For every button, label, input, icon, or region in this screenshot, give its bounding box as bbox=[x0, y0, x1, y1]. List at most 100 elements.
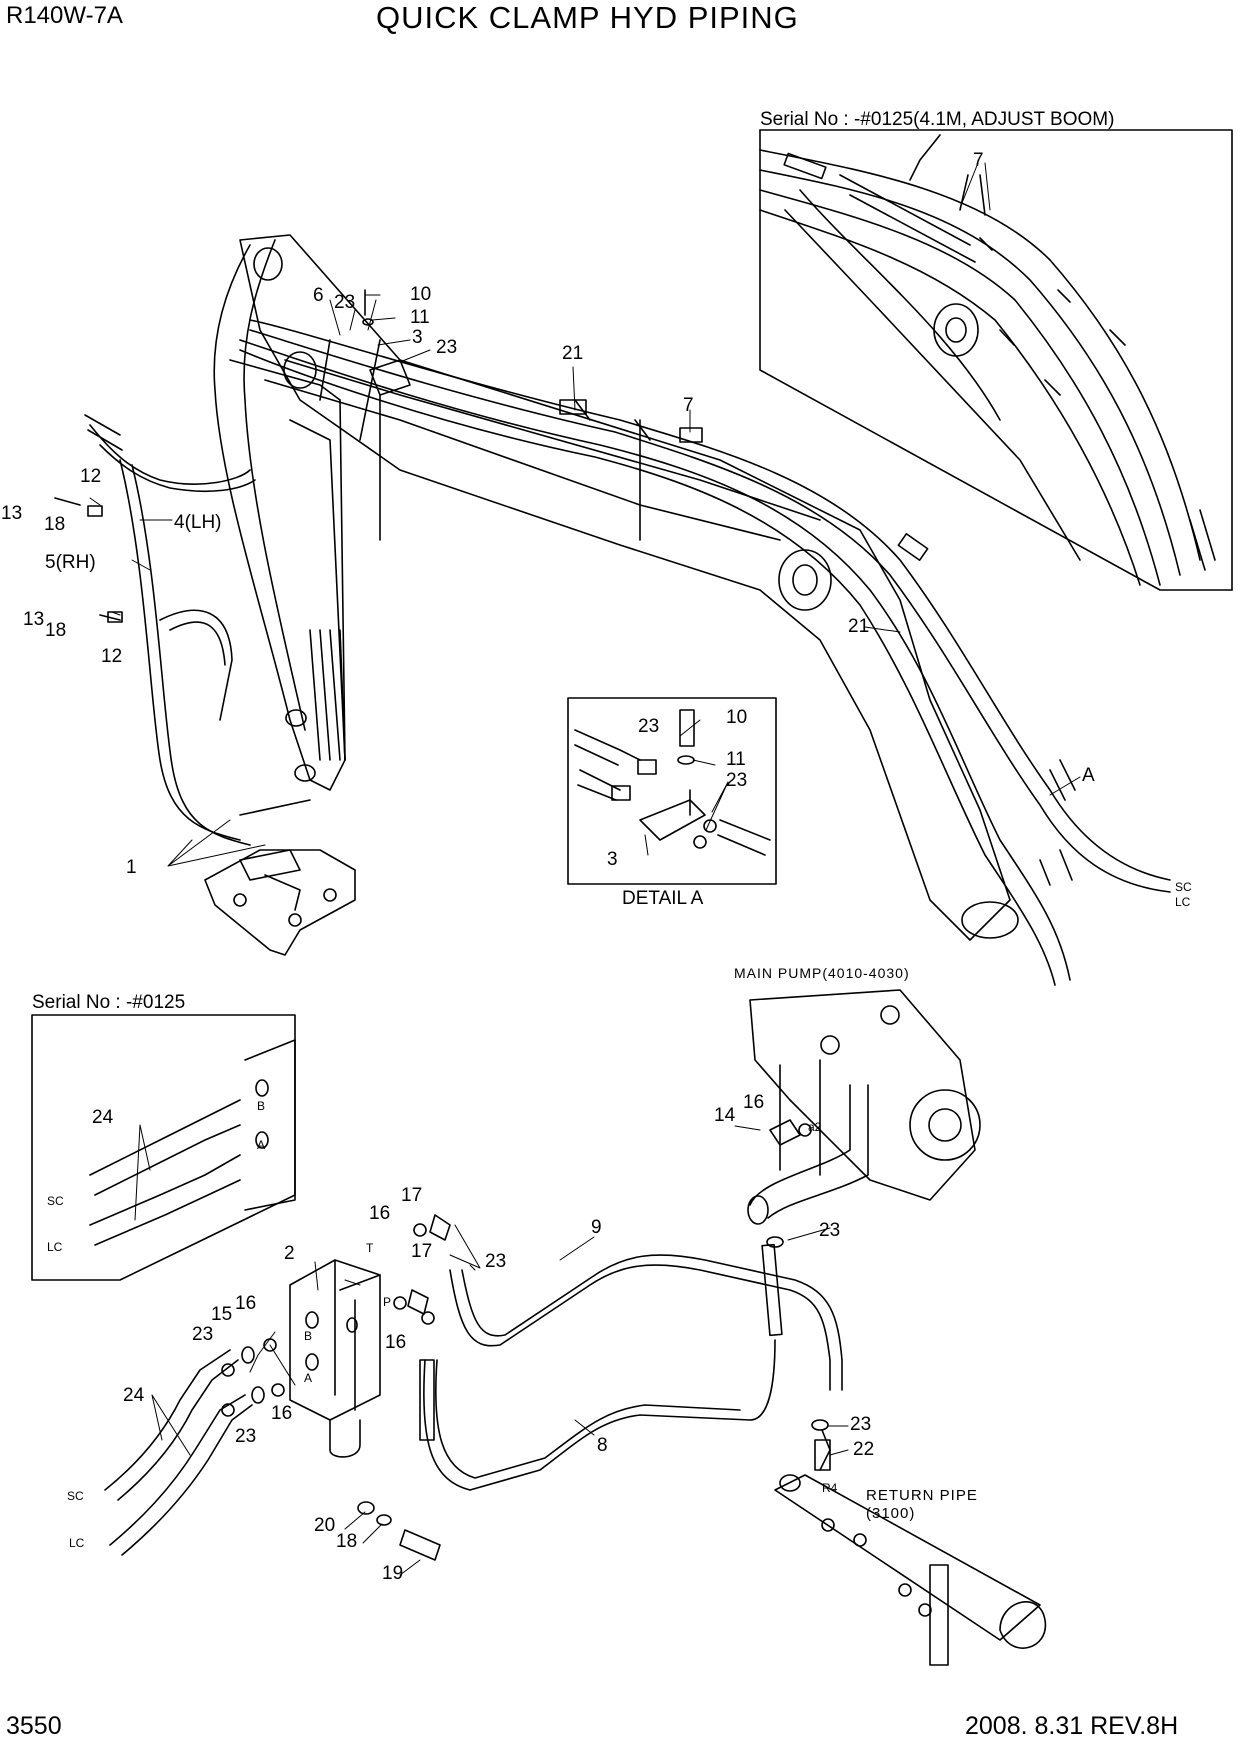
elbow-17b bbox=[407, 1289, 429, 1315]
label-sc-inset: SC bbox=[47, 1194, 64, 1208]
callout-23-tee: 23 bbox=[850, 1414, 871, 1435]
callout-6: 6 bbox=[313, 285, 324, 306]
callout-16-left: 16 bbox=[235, 1293, 256, 1314]
label-port-r4: R4 bbox=[822, 1481, 838, 1495]
callout-2: 2 bbox=[284, 1243, 295, 1264]
label-port-b-inset: B bbox=[257, 1099, 265, 1113]
callout-21a: 21 bbox=[562, 343, 583, 364]
valve-block bbox=[289, 1259, 381, 1458]
port-labels: SC LC SC LC SC LC B A B A T P a2 R4 bbox=[47, 880, 1192, 1550]
clamp-12a bbox=[87, 505, 103, 517]
callout-12a: 12 bbox=[80, 466, 101, 487]
bolts-13 bbox=[54, 497, 121, 621]
callout-13b: 13 bbox=[23, 609, 44, 630]
o-ring-16a bbox=[413, 1223, 427, 1237]
revision-date: 2008. 8.31 REV.8H bbox=[965, 1712, 1179, 1740]
inset-valve-frame bbox=[31, 1014, 296, 1281]
callout-18b: 18 bbox=[45, 620, 66, 641]
callout-3: 3 bbox=[412, 327, 423, 348]
callout-1: 1 bbox=[126, 857, 137, 878]
arm-hoses bbox=[84, 414, 311, 846]
page-title: QUICK CLAMP HYD PIPING bbox=[376, 0, 799, 35]
tee-22 bbox=[814, 1439, 831, 1471]
callout-18a: 18 bbox=[44, 514, 65, 535]
main-pump bbox=[747, 989, 981, 1225]
callout-4lh: 4(LH) bbox=[174, 512, 222, 533]
callout-16-pump: 16 bbox=[743, 1092, 764, 1113]
pipe-clamp-21b bbox=[897, 533, 929, 561]
quick-coupler bbox=[204, 849, 356, 956]
washer-20 bbox=[357, 1501, 375, 1515]
hoses-24 bbox=[104, 1346, 265, 1556]
washer-18 bbox=[376, 1514, 392, 1526]
hose-9 bbox=[449, 1243, 843, 1391]
callout-16-bottom: 16 bbox=[271, 1403, 292, 1424]
label-port-a2: a2 bbox=[808, 1120, 822, 1134]
washer-11 bbox=[362, 318, 374, 326]
callout-3-detail: 3 bbox=[607, 849, 618, 870]
detail-a-box bbox=[567, 697, 777, 885]
callout-16-top: 16 bbox=[369, 1203, 390, 1224]
hose-8 bbox=[419, 1339, 776, 1491]
return-pipe-label-line1: RETURN PIPE bbox=[866, 1487, 978, 1504]
elbow-17a bbox=[429, 1214, 451, 1241]
boom-hoses bbox=[229, 319, 1171, 986]
callout-10: 10 bbox=[410, 284, 431, 305]
callout-16-mid: 16 bbox=[385, 1332, 406, 1353]
callout-20: 20 bbox=[314, 1515, 335, 1536]
callout-22: 22 bbox=[853, 1439, 874, 1460]
clamp-12b bbox=[107, 611, 123, 623]
leader-lines bbox=[89, 162, 1081, 1576]
callout-23-pump: 23 bbox=[819, 1220, 840, 1241]
bolt-19 bbox=[399, 1529, 441, 1561]
callout-11-detail: 11 bbox=[726, 749, 746, 770]
fittings bbox=[54, 289, 831, 1561]
label-lc-main: LC bbox=[69, 1536, 85, 1550]
main-pump-label: MAIN PUMP(4010-4030) bbox=[734, 965, 910, 981]
callout-7: 7 bbox=[683, 395, 694, 416]
elbow-14 bbox=[769, 1119, 801, 1146]
o-ring-16b bbox=[393, 1296, 407, 1310]
callout-13a: 13 bbox=[1, 503, 22, 524]
callout-14: 14 bbox=[714, 1105, 736, 1126]
label-lc-inset: LC bbox=[47, 1240, 63, 1254]
model-label: R140W-7A bbox=[6, 2, 123, 29]
callout-23-boom-b: 23 bbox=[436, 337, 457, 358]
callout-23-hose: 23 bbox=[485, 1251, 506, 1272]
pipe-clamp-7 bbox=[679, 427, 703, 443]
callout-24: 24 bbox=[123, 1385, 145, 1406]
callout-23-detail-b: 23 bbox=[726, 770, 747, 791]
callout-10-detail: 10 bbox=[726, 707, 747, 728]
callout-23-bottom: 23 bbox=[235, 1426, 256, 1447]
callout-18c: 18 bbox=[336, 1531, 357, 1552]
label-sc-main: SC bbox=[67, 1489, 84, 1503]
callout-17-mid: 17 bbox=[411, 1241, 432, 1262]
return-pipe bbox=[774, 1429, 1047, 1666]
callout-15: 15 bbox=[211, 1304, 232, 1325]
label-sc-boom: SC bbox=[1175, 880, 1192, 894]
detail-a-label: DETAIL A bbox=[622, 888, 704, 909]
serial-note-valve: Serial No : -#0125 bbox=[32, 992, 186, 1013]
callout-23-detail-a: 23 bbox=[638, 716, 659, 737]
callouts: 1 2 3 3 4(LH) 5(RH) 6 7 7 8 9 10 10 11 1… bbox=[1, 150, 1095, 1584]
label-port-a-inset: A bbox=[257, 1138, 265, 1152]
label-port-t: T bbox=[366, 1241, 374, 1255]
return-pipe-label: RETURN PIPE (3100) bbox=[866, 1487, 978, 1523]
o-ring-16c bbox=[798, 1123, 812, 1137]
callout-24-inset: 24 bbox=[92, 1107, 114, 1128]
o-ring-23b bbox=[811, 1419, 829, 1431]
callout-11: 11 bbox=[410, 307, 430, 328]
page-number: 3550 bbox=[6, 1712, 62, 1740]
callout-8: 8 bbox=[597, 1435, 608, 1456]
callout-19: 19 bbox=[382, 1563, 403, 1584]
callout-detail-a: A bbox=[1082, 765, 1095, 786]
pipe-clamp-21a bbox=[559, 399, 587, 415]
label-port-a: A bbox=[304, 1371, 312, 1385]
boom-body bbox=[239, 234, 1019, 941]
callout-9: 9 bbox=[591, 1217, 602, 1238]
callout-5rh: 5(RH) bbox=[45, 552, 96, 573]
callout-23-boom-a: 23 bbox=[334, 292, 355, 313]
callout-23-left: 23 bbox=[192, 1324, 213, 1345]
callout-12b: 12 bbox=[101, 646, 122, 667]
